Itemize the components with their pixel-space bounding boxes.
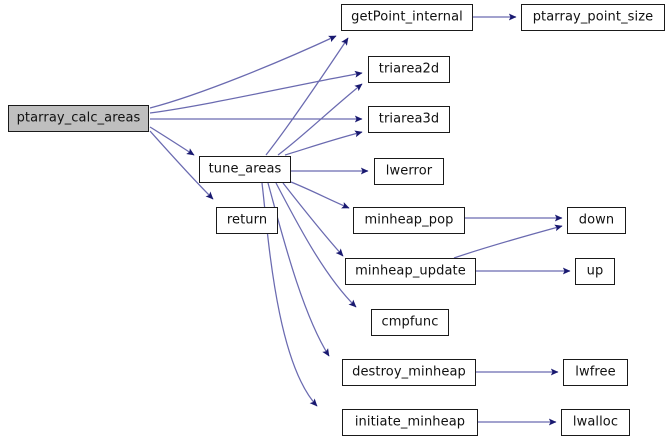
graph-edge-ptarray_calc_areas-to-triarea2d [149,70,363,114]
graph-node-label: destroy_minheap [352,364,466,380]
graph-edge-tune_areas-to-cmpfunc [275,182,357,308]
graph-node-lwalloc[interactable]: lwalloc [561,409,630,436]
graph-node-lwerror[interactable]: lwerror [374,158,444,185]
graph-node-label: up [586,263,604,279]
graph-node-label: initiate_minheap [354,414,466,430]
graph-edge-tune_areas-to-minheap_update [282,182,344,257]
graph-edge-tune_areas-to-minheap_pop [290,181,350,209]
graph-edge-ptarray_calc_areas-to-tune_areas [149,126,195,156]
graph-node-tune_areas[interactable]: tune_areas [199,156,291,183]
graph-node-down[interactable]: down [567,207,626,234]
graph-node-label: triarea2d [378,61,440,77]
graph-node-ptarray_point_size[interactable]: ptarray_point_size [521,4,665,31]
graph-node-label: cmpfunc [381,314,439,330]
graph-node-label: ptarray_calc_areas [16,110,141,126]
graph-edge-tune_areas-to-triarea2d [277,83,363,156]
graph-node-label: tune_areas [208,161,282,177]
graph-node-minheap_update[interactable]: minheap_update [345,258,476,285]
graph-node-label: lwalloc [572,414,619,430]
graph-node-label: ptarray_point_size [532,9,654,25]
graph-node-label: return [226,212,268,228]
graph-node-label: lwfree [575,364,616,380]
graph-node-return[interactable]: return [216,207,278,234]
graph-node-getPoint_internal[interactable]: getPoint_internal [341,4,473,31]
graph-node-minheap_pop[interactable]: minheap_pop [353,207,465,234]
graph-node-label: minheap_update [355,263,466,279]
graph-edge-ptarray_calc_areas-to-getPoint_internal [149,35,337,109]
graph-node-label: triarea3d [378,111,440,127]
graph-node-label: down [578,212,615,228]
graph-node-initiate_minheap[interactable]: initiate_minheap [342,409,478,436]
graph-node-triarea3d[interactable]: triarea3d [368,106,450,133]
graph-node-ptarray_calc_areas[interactable]: ptarray_calc_areas [8,105,149,132]
graph-node-label: minheap_pop [364,212,454,228]
graph-node-lwfree[interactable]: lwfree [563,359,628,386]
graph-node-label: getPoint_internal [351,9,463,25]
graph-edge-tune_areas-to-getPoint_internal [265,37,349,156]
graph-node-up[interactable]: up [575,258,615,285]
graph-edge-minheap_update-to-down [453,224,563,259]
graph-edge-tune_areas-to-triarea3d [284,130,363,156]
graph-node-cmpfunc[interactable]: cmpfunc [371,309,449,336]
graph-node-triarea2d[interactable]: triarea2d [368,56,450,83]
graph-node-label: lwerror [385,163,433,179]
graph-node-destroy_minheap[interactable]: destroy_minheap [342,359,476,386]
